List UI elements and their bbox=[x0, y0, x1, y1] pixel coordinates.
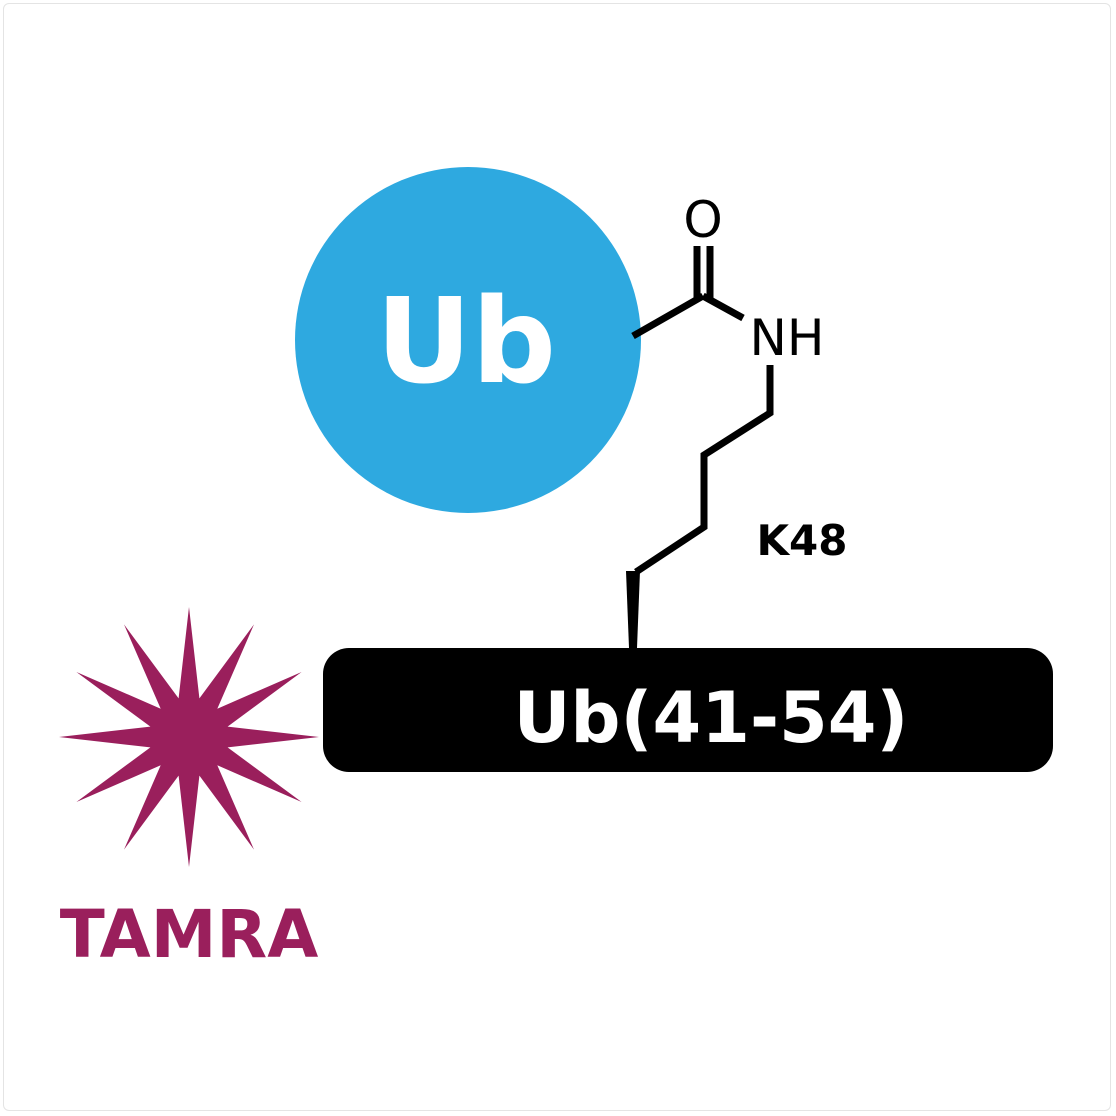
oxygen-atom: O bbox=[683, 191, 722, 249]
lysine-side-chain bbox=[634, 365, 774, 575]
tamra-dye: TAMRA bbox=[59, 607, 319, 973]
starburst-icon bbox=[59, 607, 319, 867]
ub-carbonyl-bond bbox=[631, 292, 705, 340]
tamra-label: TAMRA bbox=[60, 896, 319, 973]
peptide-node: Ub(41-54) bbox=[323, 648, 1053, 772]
peptide-label: Ub(41-54) bbox=[514, 677, 909, 759]
figure-frame bbox=[3, 3, 1111, 1111]
stereo-wedge-bond bbox=[626, 571, 640, 648]
ubiquitin-circle bbox=[295, 167, 641, 513]
lysine-label: K48 bbox=[757, 516, 848, 565]
amide-bond bbox=[701, 292, 745, 322]
isopeptide-linkage bbox=[631, 246, 774, 575]
ubiquitin-node: Ub bbox=[295, 167, 641, 513]
nh-group: NH bbox=[750, 309, 825, 367]
peptide-bar bbox=[323, 648, 1053, 772]
ubiquitin-label: Ub bbox=[376, 272, 556, 410]
